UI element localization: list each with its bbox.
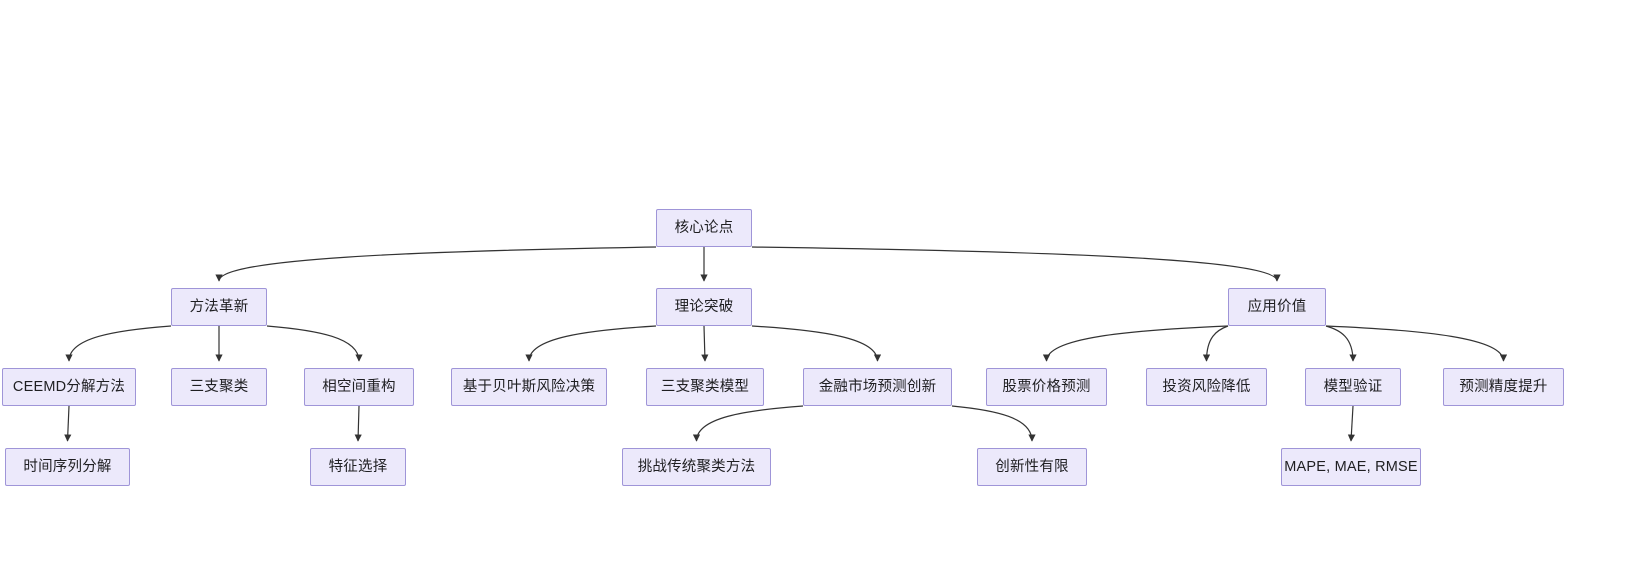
edge-l1c-to-l2j xyxy=(1325,325,1508,362)
node-l2d[interactable]: 基于贝叶斯风险决策 xyxy=(451,368,607,406)
edge-l1b-to-l2f xyxy=(751,325,882,362)
edge-root-to-l1a xyxy=(215,246,657,282)
node-l3d[interactable]: 创新性有限 xyxy=(977,448,1087,486)
node-l1c[interactable]: 应用价值 xyxy=(1228,288,1326,326)
node-label: 方法革新 xyxy=(189,298,249,315)
edge-l1c-to-l2h xyxy=(1202,325,1229,362)
node-l1b[interactable]: 理论突破 xyxy=(656,288,752,326)
node-l3c[interactable]: 挑战传统聚类方法 xyxy=(622,448,771,486)
node-root[interactable]: 核心论点 xyxy=(656,209,752,247)
edge-l1b-to-l2d xyxy=(525,325,657,362)
node-l2a[interactable]: CEEMD分解方法 xyxy=(2,368,136,406)
node-label: 三支聚类 xyxy=(189,378,249,395)
node-label: 特征选择 xyxy=(328,458,388,475)
node-l2h[interactable]: 投资风险降低 xyxy=(1146,368,1267,406)
node-label: MAPE, MAE, RMSE xyxy=(1284,458,1418,475)
node-label: 预测精度提升 xyxy=(1459,378,1548,395)
edge-l1c-to-l2g xyxy=(1042,325,1229,362)
node-label: 应用价值 xyxy=(1247,298,1307,315)
node-l1a[interactable]: 方法革新 xyxy=(171,288,267,326)
node-label: 理论突破 xyxy=(674,298,734,315)
edge-l1b-to-l2e xyxy=(701,325,709,362)
node-label: 相空间重构 xyxy=(322,378,396,395)
edge-root-to-l1c xyxy=(751,246,1281,282)
node-l2f[interactable]: 金融市场预测创新 xyxy=(803,368,952,406)
node-label: 三支聚类模型 xyxy=(660,378,750,395)
node-l2e[interactable]: 三支聚类模型 xyxy=(646,368,764,406)
edge-l1c-to-l2i xyxy=(1325,325,1357,362)
node-l2i[interactable]: 模型验证 xyxy=(1305,368,1401,406)
edge-l1a-to-l2c xyxy=(266,325,363,362)
edge-l2f-to-l3c xyxy=(692,405,804,442)
edge-l1a-to-l2a xyxy=(65,325,172,362)
node-l2c[interactable]: 相空间重构 xyxy=(304,368,414,406)
node-label: 创新性有限 xyxy=(995,458,1069,475)
node-l2b[interactable]: 三支聚类 xyxy=(171,368,267,406)
node-label: CEEMD分解方法 xyxy=(12,378,126,395)
node-label: 时间序列分解 xyxy=(23,458,112,475)
node-label: 金融市场预测创新 xyxy=(818,378,937,395)
node-l3e[interactable]: MAPE, MAE, RMSE xyxy=(1281,448,1421,486)
node-label: 核心论点 xyxy=(674,219,734,236)
node-l2g[interactable]: 股票价格预测 xyxy=(986,368,1107,406)
edge-l2f-to-l3d xyxy=(951,405,1036,442)
node-label: 模型验证 xyxy=(1323,378,1383,395)
node-label: 基于贝叶斯风险决策 xyxy=(462,378,596,395)
node-label: 投资风险降低 xyxy=(1162,378,1251,395)
node-label: 挑战传统聚类方法 xyxy=(637,458,756,475)
node-l3b[interactable]: 特征选择 xyxy=(310,448,406,486)
node-label: 股票价格预测 xyxy=(1002,378,1091,395)
edge-l2c-to-l3b xyxy=(354,405,362,442)
node-l3a[interactable]: 时间序列分解 xyxy=(5,448,130,486)
node-l2j[interactable]: 预测精度提升 xyxy=(1443,368,1564,406)
edge-l2a-to-l3a xyxy=(64,405,72,442)
edge-l2i-to-l3e xyxy=(1347,405,1355,442)
